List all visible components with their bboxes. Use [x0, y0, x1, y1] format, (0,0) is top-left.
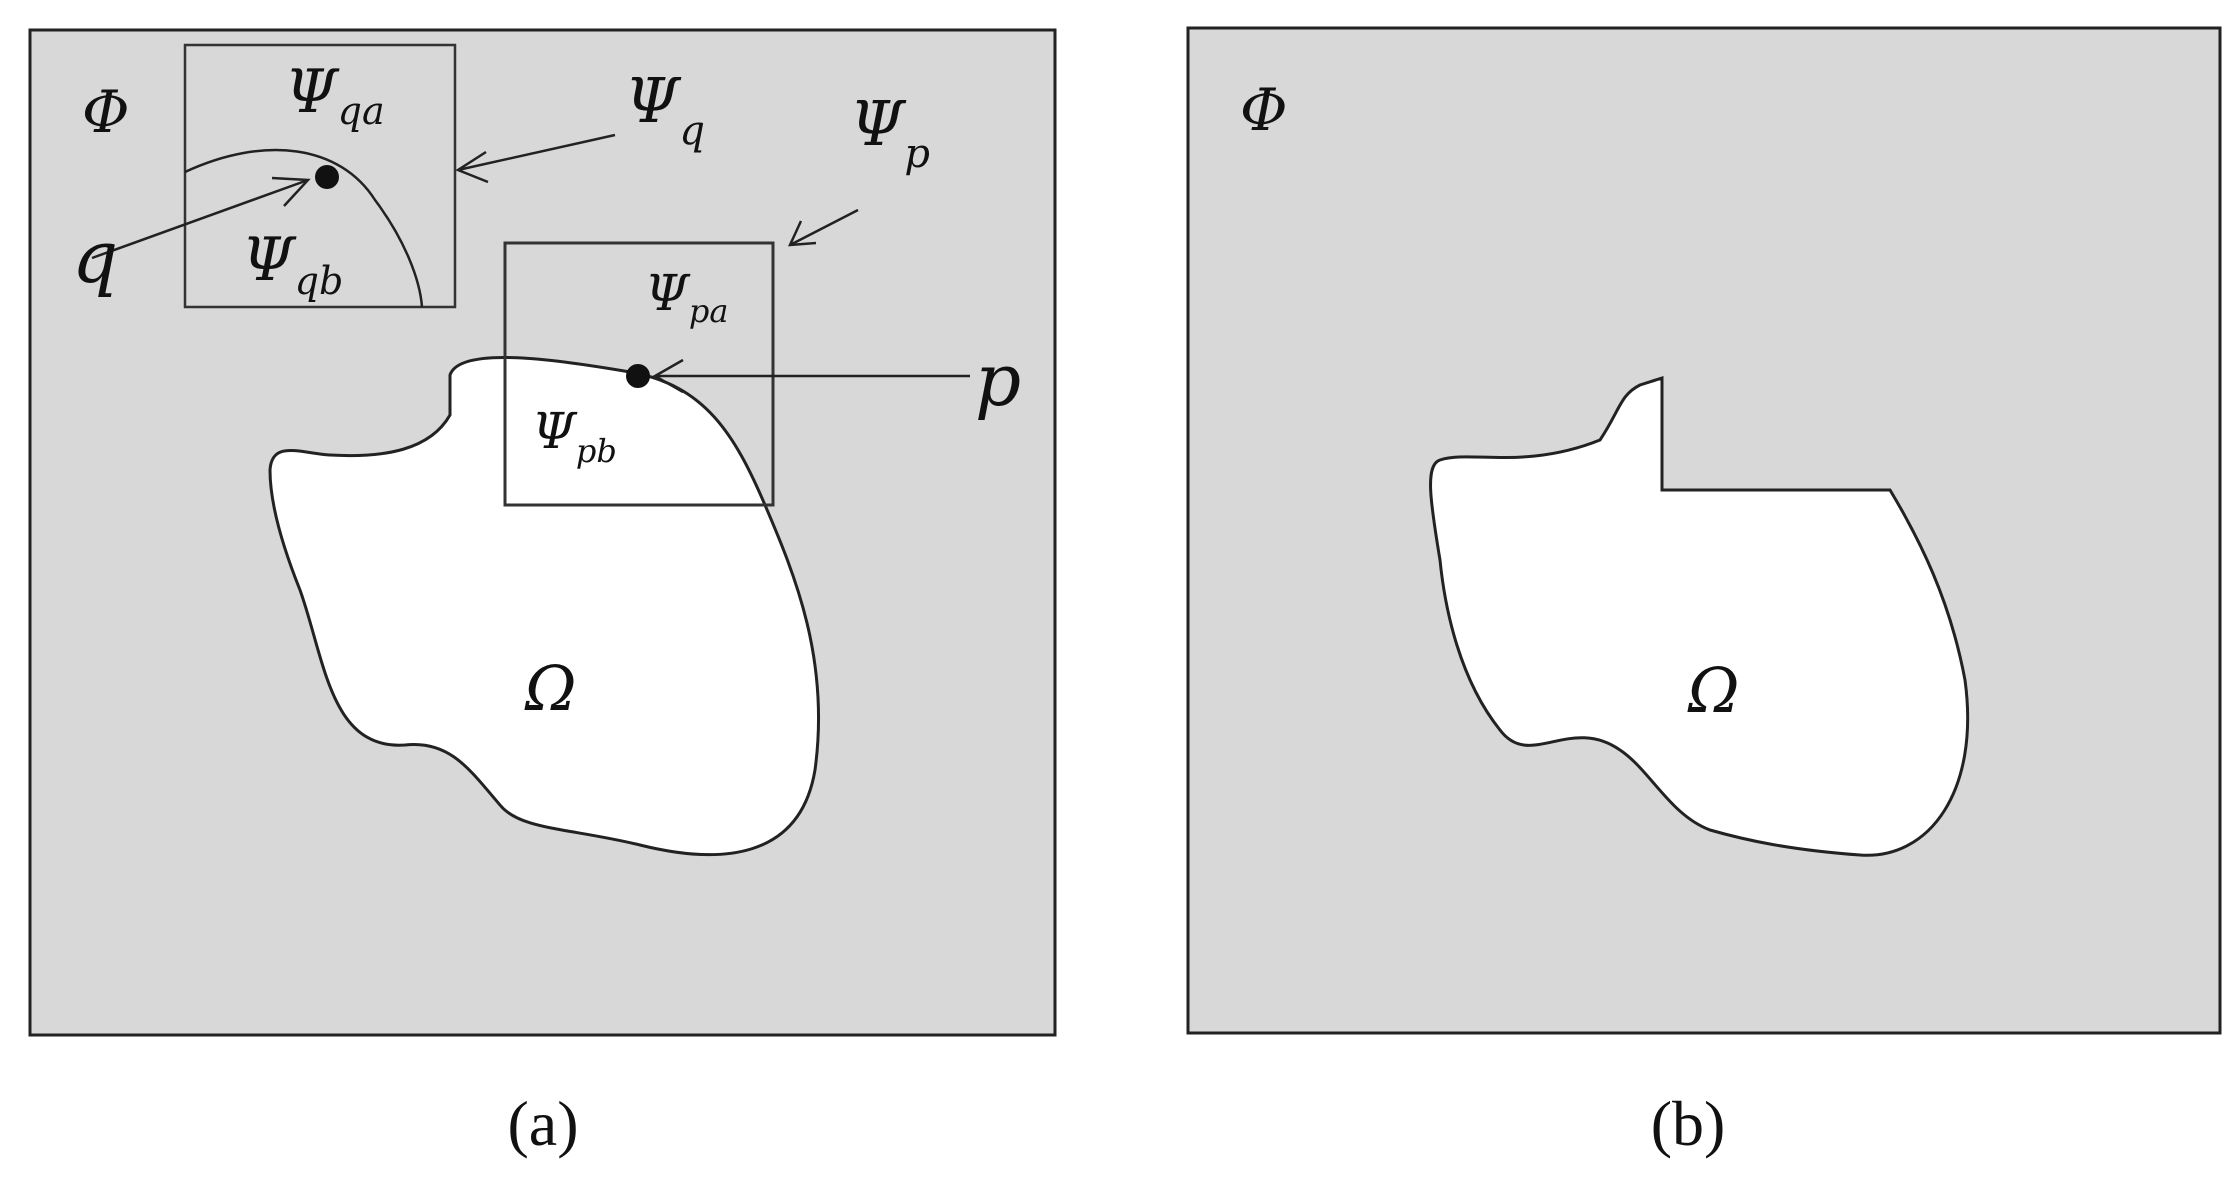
psi-qb-sub: qb [295, 259, 344, 303]
psi-pb-base: Ψ [532, 402, 578, 460]
phi-label-a: Φ [82, 78, 130, 146]
arrow-to-psi-q [455, 133, 616, 184]
panel-a: Φ Ψqa Ψqb Ψq Ψp Ψpa Ψpb q p Ω (a) [28, 28, 1057, 1159]
psi-p-sub: p [904, 131, 930, 177]
arrow-to-q [91, 176, 311, 260]
psi-qb-label: Ψqb [242, 225, 343, 303]
arrow-to-p [652, 358, 970, 394]
psi-pa-label: Ψpa [645, 264, 728, 330]
omega-label-b: Ω [1687, 654, 1739, 727]
arrow-to-psi-p [787, 208, 859, 247]
p-label: p [975, 338, 1021, 422]
target-region-a [268, 356, 821, 857]
caption-a: (a) [507, 1088, 578, 1159]
omega-label-a: Ω [524, 652, 576, 725]
caption-b: (b) [1651, 1088, 1726, 1159]
q-label: q [72, 215, 118, 299]
point-q-marker [315, 165, 339, 189]
psi-qb-base: Ψ [242, 225, 297, 295]
patch-psi-q [183, 43, 457, 309]
psi-q-label: Ψq [625, 64, 705, 154]
psi-pa-base: Ψ [645, 264, 691, 322]
psi-q-sub: q [679, 108, 705, 154]
psi-p-base: Ψ [850, 87, 907, 160]
panel-b: Φ Ω (b) [1186, 26, 2222, 1159]
psi-q-base: Ψ [625, 64, 682, 137]
psi-qa-sub: qa [338, 89, 385, 133]
target-region-b [1429, 375, 1970, 857]
psi-qa-base: Ψ [285, 57, 340, 127]
psi-pb-label: Ψpb [532, 402, 617, 470]
phi-label-b: Φ [1240, 76, 1288, 144]
psi-p-label: Ψp [850, 87, 930, 177]
psi-pb-sub: pb [576, 432, 617, 470]
psi-pa-sub: pa [689, 292, 729, 330]
patch-q-dividing-curve [184, 148, 424, 308]
psi-qa-label: Ψqa [285, 57, 385, 133]
point-p-marker [626, 364, 650, 388]
patch-psi-p [503, 241, 775, 507]
